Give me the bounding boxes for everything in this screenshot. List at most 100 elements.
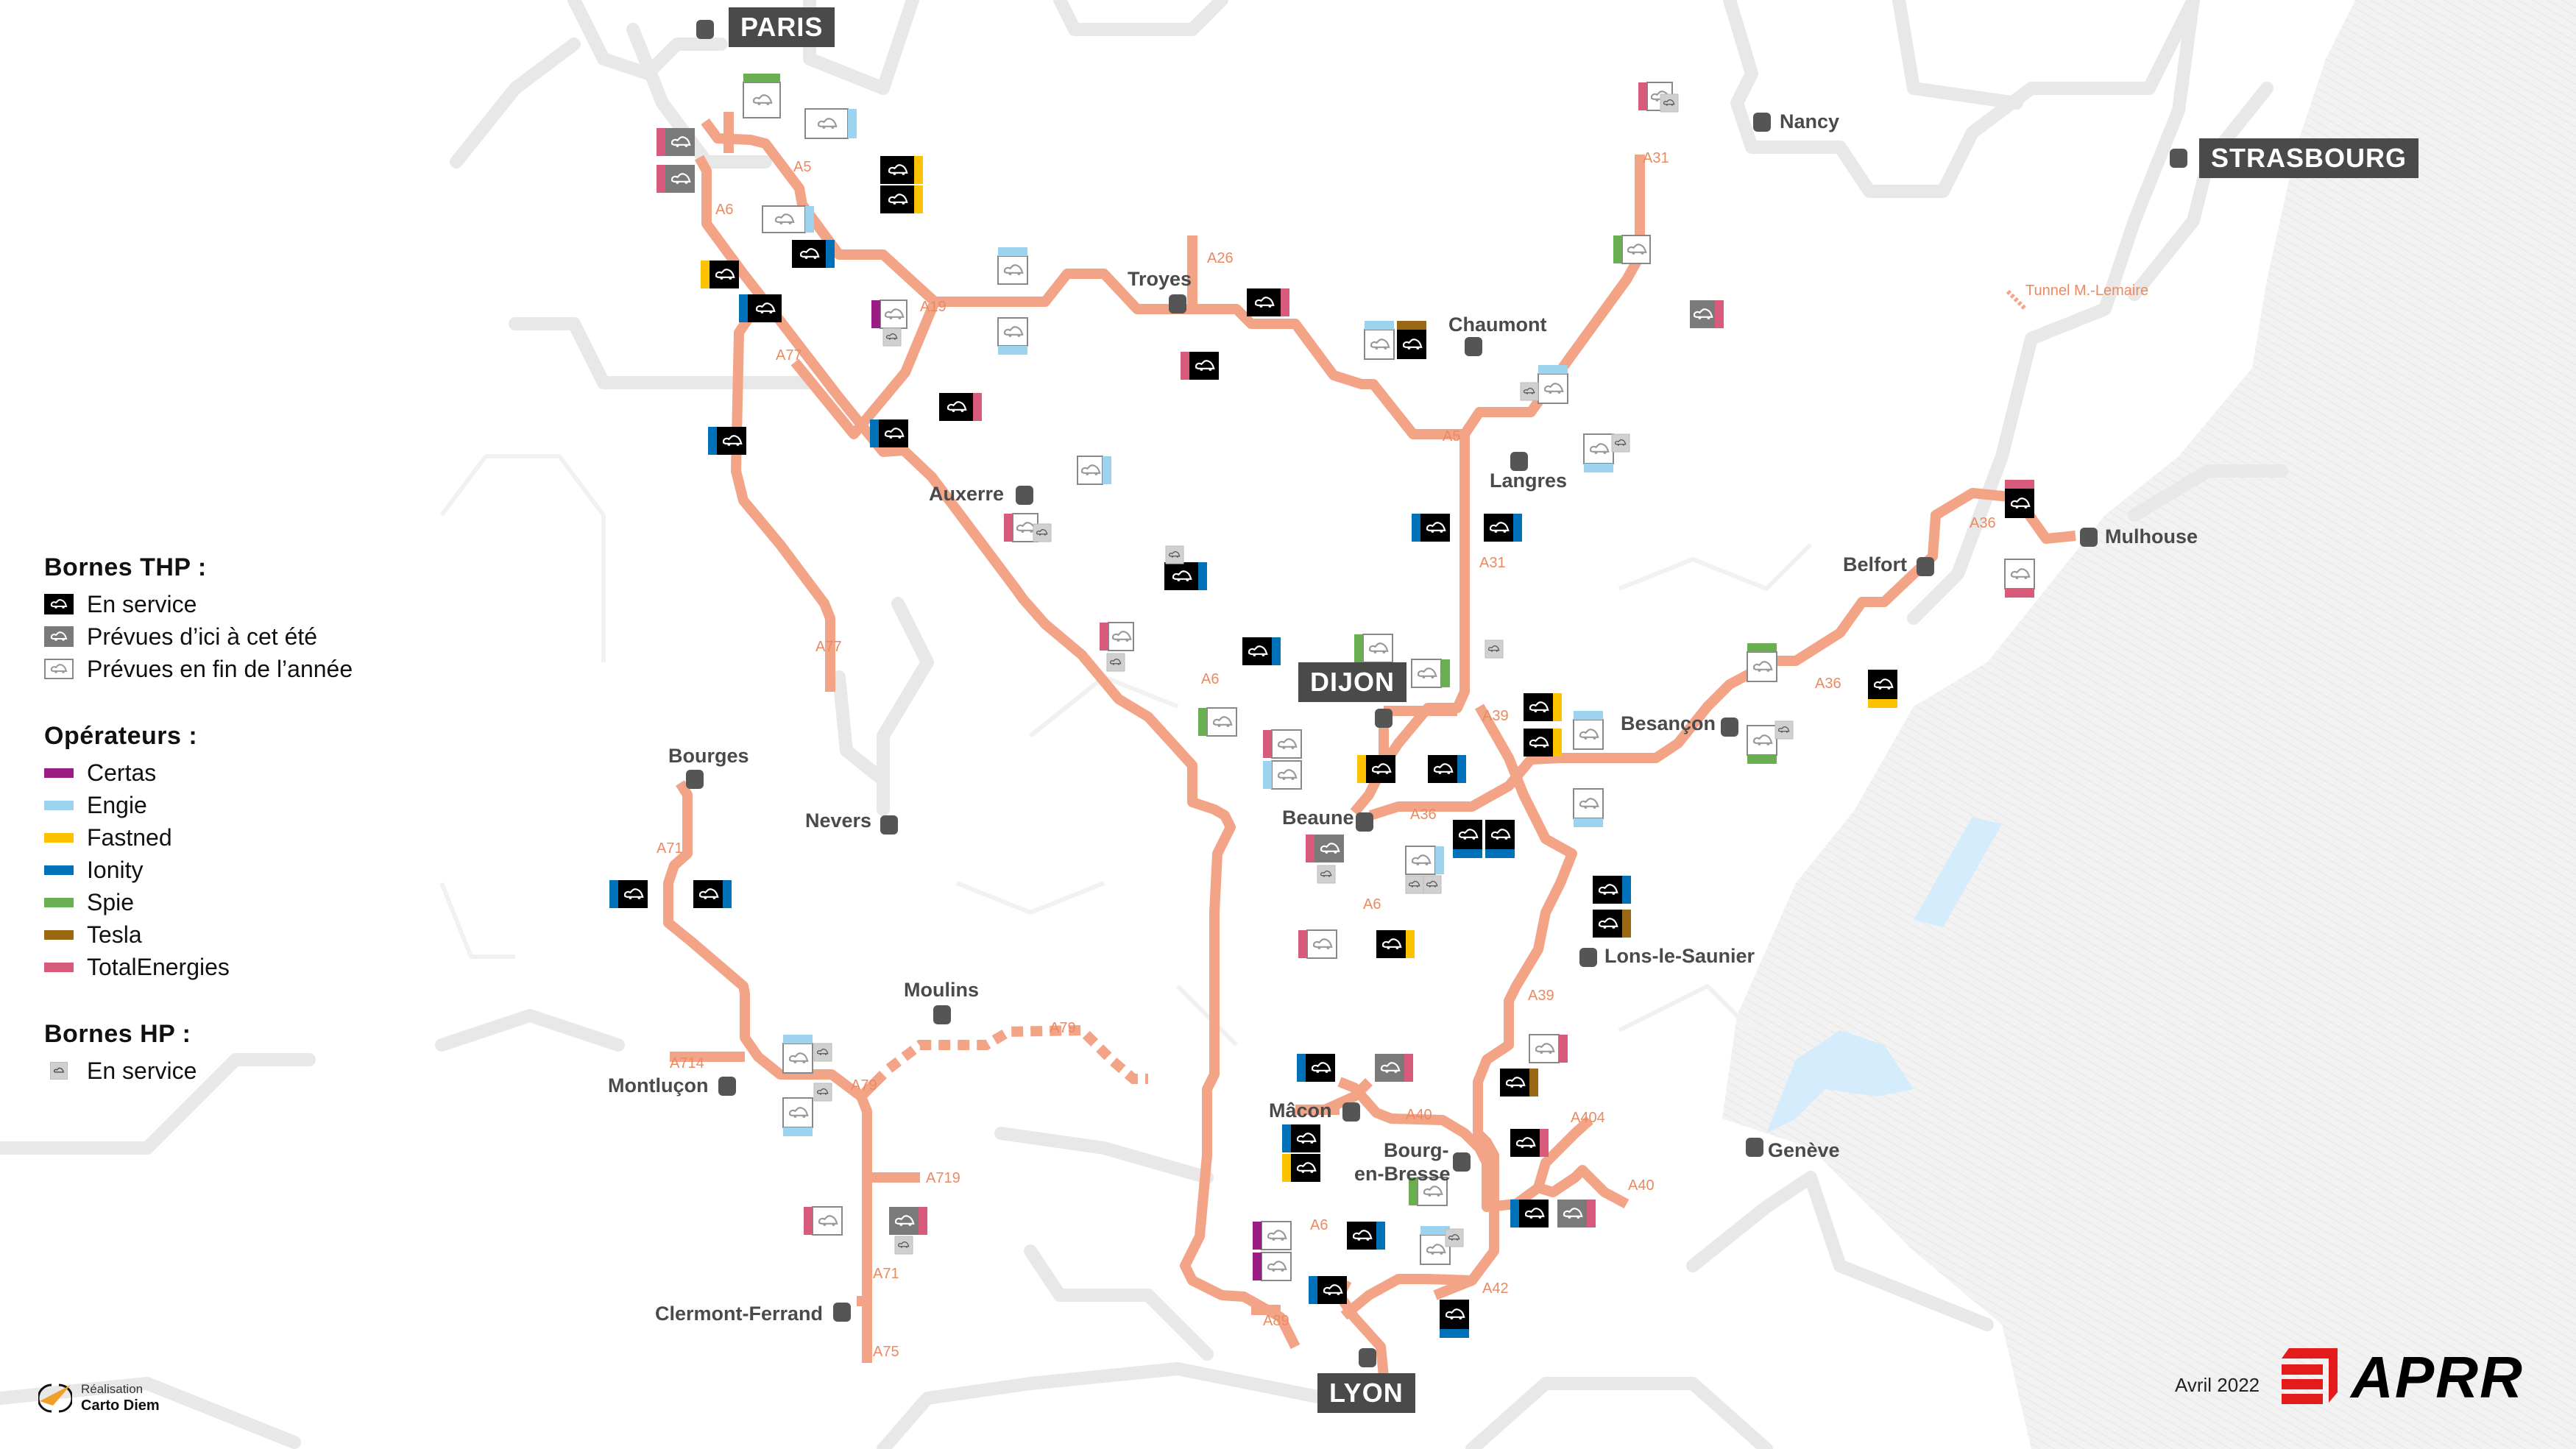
charging-station-ionity-en-service[interactable]	[1428, 755, 1466, 783]
charging-station-totalenergies-prevues-ete[interactable]	[1306, 835, 1344, 862]
major-city-label[interactable]: DIJON	[1298, 662, 1407, 702]
city-label[interactable]: Bourges	[668, 745, 749, 767]
charging-station-ionity-en-service[interactable]	[1412, 514, 1450, 542]
charging-station-engie-prevues-fin-annee[interactable]	[1077, 456, 1111, 485]
charging-station-totalenergies-en-service[interactable]	[1510, 1129, 1549, 1157]
charging-station-ionity-en-service[interactable]	[1282, 1124, 1320, 1152]
charging-station-totalenergies-prevues-fin-annee[interactable]	[2004, 559, 2035, 598]
hp-charging-station[interactable]	[1774, 720, 1794, 740]
charging-station-fastned-en-service[interactable]	[1868, 670, 1897, 708]
hp-charging-station[interactable]	[882, 327, 902, 347]
charging-station-engie-prevues-fin-annee[interactable]	[782, 1097, 813, 1136]
charging-station-spie-prevues-fin-annee[interactable]	[1354, 634, 1393, 663]
charging-station-totalenergies-prevues-fin-annee[interactable]	[1100, 622, 1134, 651]
charging-station-engie-prevues-fin-annee[interactable]	[1263, 760, 1302, 790]
city-label[interactable]: Beaune	[1282, 807, 1354, 829]
major-city-label[interactable]: LYON	[1317, 1373, 1415, 1413]
charging-station-totalenergies-en-service[interactable]	[939, 393, 982, 421]
charging-station-engie-prevues-fin-annee[interactable]	[1583, 433, 1614, 472]
city-label[interactable]: Clermont-Ferrand	[655, 1303, 824, 1325]
charging-station-ionity-en-service[interactable]	[1593, 876, 1631, 904]
city-label[interactable]: Genève	[1768, 1139, 1840, 1161]
charging-station-fastned-en-service[interactable]	[880, 185, 923, 213]
hp-charging-station[interactable]	[1611, 433, 1630, 453]
charging-station-totalenergies-en-service[interactable]	[1247, 288, 1289, 316]
hp-charging-station[interactable]	[1520, 382, 1539, 401]
charging-station-ionity-en-service[interactable]	[1347, 1222, 1385, 1250]
charging-station-ionity-en-service[interactable]	[1164, 562, 1207, 590]
city-label[interactable]: Auxerre	[929, 483, 1005, 505]
charging-station-spie-prevues-fin-annee[interactable]	[1747, 643, 1777, 682]
charging-station-ionity-en-service[interactable]	[1297, 1054, 1335, 1082]
charging-station-ionity-en-service[interactable]	[1309, 1276, 1347, 1304]
charging-station-engie-prevues-fin-annee[interactable]	[1573, 788, 1604, 827]
charging-station-ionity-en-service[interactable]	[1484, 514, 1522, 542]
charging-station-engie-prevues-fin-annee[interactable]	[1405, 846, 1444, 875]
charging-station-certas-prevues-fin-annee[interactable]	[1253, 1221, 1292, 1250]
charging-station-totalenergies-prevues-fin-annee[interactable]	[1004, 513, 1038, 542]
charging-station-fastned-en-service[interactable]	[1524, 729, 1562, 757]
charging-station-ionity-en-service[interactable]	[1440, 1300, 1469, 1338]
charging-station-ionity-en-service[interactable]	[1453, 820, 1482, 858]
hp-charging-station[interactable]	[1317, 865, 1336, 884]
hp-charging-station[interactable]	[813, 1083, 832, 1102]
charging-station-totalenergies-en-service[interactable]	[1181, 352, 1219, 380]
charging-station-totalenergies-prevues-fin-annee[interactable]	[804, 1206, 843, 1236]
charging-station-ionity-en-service[interactable]	[1510, 1200, 1549, 1227]
charging-station-fastned-en-service[interactable]	[1282, 1154, 1320, 1182]
city-label[interactable]: Bourg-	[1384, 1139, 1449, 1161]
charging-station-engie-prevues-fin-annee[interactable]	[762, 205, 814, 233]
charging-station-spie-prevues-fin-annee[interactable]	[1747, 725, 1777, 764]
charging-station-totalenergies-prevues-ete[interactable]	[1690, 300, 1724, 328]
charging-station-engie-prevues-fin-annee[interactable]	[997, 317, 1028, 355]
charging-station-ionity-en-service[interactable]	[693, 880, 732, 908]
charging-station-ionity-en-service[interactable]	[739, 294, 782, 322]
city-label[interactable]: Mâcon	[1269, 1099, 1332, 1122]
hp-charging-station[interactable]	[813, 1043, 832, 1062]
city-label[interactable]: Troyes	[1128, 268, 1192, 290]
city-label[interactable]: Moulins	[904, 979, 979, 1001]
major-city-label[interactable]: STRASBOURG	[2199, 138, 2419, 178]
city-label[interactable]: Nancy	[1780, 110, 1840, 132]
city-label[interactable]: Langres	[1490, 470, 1568, 492]
charging-station-totalenergies-prevues-fin-annee[interactable]	[1298, 929, 1337, 959]
hp-charging-station[interactable]	[1033, 523, 1052, 542]
charging-station-fastned-en-service[interactable]	[1524, 693, 1562, 721]
hp-charging-station[interactable]	[1423, 875, 1442, 894]
charging-station-fastned-en-service[interactable]	[1376, 930, 1415, 958]
charging-station-totalenergies-prevues-ete[interactable]	[1557, 1200, 1596, 1227]
city-label[interactable]: Belfort	[1843, 553, 1907, 575]
charging-station-spie-prevues-fin-annee[interactable]	[1409, 1177, 1448, 1206]
charging-station-fastned-en-service[interactable]	[701, 261, 739, 288]
charging-station-engie-prevues-fin-annee[interactable]	[997, 247, 1028, 285]
charging-station-fastned-en-service[interactable]	[1357, 755, 1395, 783]
charging-station-engie-prevues-fin-annee[interactable]	[1538, 365, 1568, 404]
charging-station-ionity-en-service[interactable]	[708, 427, 746, 455]
city-label[interactable]: Lons-le-Saunier	[1604, 945, 1755, 967]
city-label[interactable]: en-Bresse	[1354, 1163, 1451, 1185]
charging-station-ionity-en-service[interactable]	[1485, 820, 1515, 858]
charging-station-totalenergies-en-service[interactable]	[2005, 480, 2034, 518]
charging-station-engie-prevues-fin-annee[interactable]	[782, 1035, 813, 1074]
major-city-label[interactable]: PARIS	[729, 7, 835, 47]
charging-station-ionity-en-service[interactable]	[1242, 637, 1281, 665]
hp-charging-station[interactable]	[1485, 640, 1504, 659]
charging-station-spie-prevues-fin-annee[interactable]	[1613, 235, 1651, 264]
charging-station-engie-prevues-fin-annee[interactable]	[804, 108, 857, 139]
charging-station-engie-prevues-fin-annee[interactable]	[1420, 1226, 1451, 1265]
charging-station-engie-prevues-fin-annee[interactable]	[1573, 711, 1604, 750]
charging-station-ionity-en-service[interactable]	[609, 880, 648, 908]
charging-station-fastned-en-service[interactable]	[880, 156, 923, 184]
charging-station-ionity-en-service[interactable]	[792, 240, 835, 268]
charging-station-engie-prevues-fin-annee[interactable]	[1364, 321, 1395, 360]
hp-charging-station[interactable]	[1445, 1228, 1464, 1247]
charging-station-certas-prevues-fin-annee[interactable]	[871, 300, 907, 329]
city-label[interactable]: Besançon	[1621, 712, 1716, 734]
hp-charging-station[interactable]	[1405, 875, 1424, 894]
charging-station-totalenergies-prevues-ete[interactable]	[657, 165, 695, 193]
charging-station-tesla-en-service[interactable]	[1397, 321, 1426, 359]
charging-station-spie-prevues-fin-annee[interactable]	[1198, 707, 1237, 737]
charging-station-tesla-en-service[interactable]	[1593, 910, 1631, 938]
charging-station-totalenergies-prevues-ete[interactable]	[889, 1207, 927, 1235]
city-label[interactable]: Montluçon	[608, 1074, 709, 1097]
